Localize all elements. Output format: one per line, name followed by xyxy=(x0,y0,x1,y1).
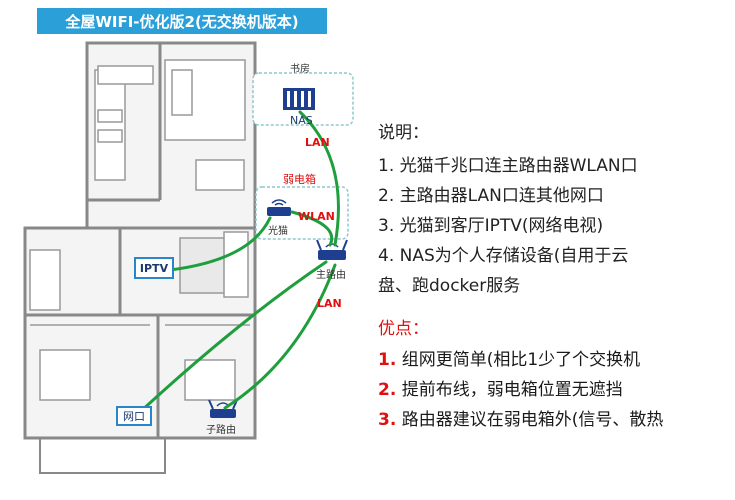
nas-label: NAS xyxy=(290,114,313,127)
balcony xyxy=(39,437,166,474)
advantage-num: 1. xyxy=(378,350,397,370)
modem-icon xyxy=(267,199,291,216)
wlan-label: WLAN xyxy=(298,210,335,223)
note-item: 3. 光猫到客厅IPTV(网络电视) xyxy=(378,216,604,236)
main-router-label: 主路由 xyxy=(316,270,346,281)
notes-section: 说明： 1. 光猫千兆口连主路由器WLAN口 2. 主路由器LAN口连其他网口 … xyxy=(378,118,728,301)
cabinet-label: 弱电箱 xyxy=(283,173,316,186)
iptv-box: IPTV xyxy=(134,257,174,279)
cables xyxy=(138,110,340,414)
advantage-item: 2. 提前布线，弱电箱位置无遮挡 xyxy=(378,375,728,405)
sub-router-label: 子路由 xyxy=(206,425,236,436)
wall-port-box: 网口 xyxy=(116,406,152,426)
advantage-num: 2. xyxy=(378,380,397,400)
note-item: 2. 主路由器LAN口连其他网口 xyxy=(378,186,604,206)
lan-bottom-label: LAN xyxy=(317,297,342,310)
advantage-text: 提前布线，弱电箱位置无遮挡 xyxy=(401,380,623,400)
lan-top-label: LAN xyxy=(305,136,330,149)
nas-room-label: 书房 xyxy=(290,64,310,75)
nas-icon xyxy=(283,88,315,110)
advantage-item: 1. 组网更简单(相比1少了个交换机 xyxy=(378,345,728,375)
kitchen xyxy=(94,65,154,181)
page-title: 全屋WIFI-优化版2(无交换机版本) xyxy=(37,8,327,34)
advantages-section: 优点： 1. 组网更简单(相比1少了个交换机 2. 提前布线，弱电箱位置无遮挡 … xyxy=(378,314,728,435)
advantage-num: 3. xyxy=(378,410,397,430)
advantage-item: 3. 路由器建议在弱电箱外(信号、散热 xyxy=(378,405,728,435)
advantage-text: 路由器建议在弱电箱外(信号、散热 xyxy=(401,410,664,430)
note-item: 1. 光猫千兆口连主路由器WLAN口 xyxy=(378,156,638,176)
note-item: 盘、跑docker服务 xyxy=(378,276,521,296)
notes-heading: 说明： xyxy=(378,123,429,143)
advantages-heading: 优点： xyxy=(378,319,429,339)
advantage-text: 组网更简单(相比1少了个交换机 xyxy=(401,350,641,370)
note-item: 4. NAS为个人存储设备(自用于云 xyxy=(378,246,629,266)
modem-label: 光猫 xyxy=(268,226,288,237)
